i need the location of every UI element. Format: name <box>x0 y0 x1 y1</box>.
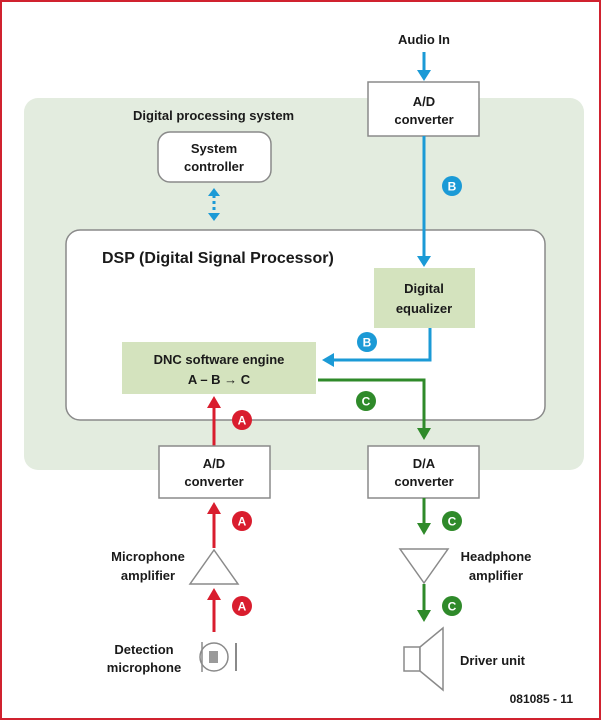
triangle-down-icon <box>398 548 450 585</box>
digital-equalizer-box <box>374 268 475 328</box>
mic-amp-line2: amplifier <box>121 568 175 583</box>
badge-b-top-text: B <box>448 180 457 194</box>
digital-processing-label: Digital processing system <box>133 108 294 123</box>
eq-to-dnc-arrowhead <box>322 353 334 367</box>
badge-c-low2 <box>442 596 462 616</box>
dnc-engine-box <box>122 342 316 394</box>
system-controller-box <box>157 131 272 183</box>
badge-c-mid-text: C <box>362 395 371 409</box>
ad-converter-bottom <box>158 445 271 499</box>
badge-a-low <box>232 596 252 616</box>
badge-b-mid <box>357 332 377 352</box>
det-mic-line1: Detection <box>114 642 173 657</box>
dnc-to-da-arrowhead <box>417 428 431 440</box>
badge-a-low-text: A <box>238 600 247 614</box>
ad-converter-top <box>367 81 480 137</box>
badge-a-mid-text: A <box>238 515 247 529</box>
badge-c-low1-text: C <box>448 515 457 529</box>
driver-unit-label: Driver unit <box>460 653 526 668</box>
mic-amp-line1: Microphone <box>111 549 185 564</box>
badge-c-low2-text: C <box>448 600 457 614</box>
da-line1: D/A <box>413 456 436 471</box>
ad-top-line2: converter <box>394 112 453 127</box>
badge-a-top <box>232 410 252 430</box>
dnc-to-da-arrow <box>318 378 426 430</box>
ad-top-line1: A/D <box>413 94 435 109</box>
audio-in-arrowhead <box>417 70 431 81</box>
microphone-icon <box>199 642 237 672</box>
eq-line2: equalizer <box>396 301 452 316</box>
triangle-up-icon <box>188 548 240 585</box>
da-converter <box>367 445 480 499</box>
mic-to-micamp-arrowhead <box>207 588 221 600</box>
hp-amp-line2: amplifier <box>469 568 523 583</box>
dsp-label: DSP (Digital Signal Processor) <box>102 250 334 267</box>
ad-bottom-line2: converter <box>184 474 243 489</box>
hp-amp-line1: Headphone <box>461 549 532 564</box>
da-line2: converter <box>394 474 453 489</box>
sys-ctrl-line1: System <box>191 141 237 156</box>
link-arrowhead-up <box>208 188 220 196</box>
badge-c-mid <box>356 391 376 411</box>
ad-to-dnc-arrowhead <box>207 396 221 408</box>
badge-a-mid <box>232 511 252 531</box>
badge-c-low1 <box>442 511 462 531</box>
sys-ctrl-line2: controller <box>184 159 244 174</box>
det-mic-line2: microphone <box>107 660 181 675</box>
badge-b-mid-text: B <box>363 336 372 350</box>
badge-a-top-text: A <box>238 414 247 428</box>
hpamp-to-driver-arrowhead <box>417 610 431 622</box>
ad-bottom-line1: A/D <box>203 456 225 471</box>
micamp-to-ad-arrowhead <box>207 502 221 514</box>
badge-b-top <box>442 176 462 196</box>
ad-to-eq-arrowhead <box>417 256 431 267</box>
eq-line1: Digital <box>404 281 444 296</box>
speaker-icon <box>403 626 444 692</box>
figure-id: 081085 - 11 <box>510 692 574 706</box>
da-to-hpamp-arrowhead <box>417 523 431 535</box>
audio-in-label: Audio In <box>398 32 450 47</box>
eq-to-dnc-arrow <box>332 328 432 362</box>
dnc-line2: A – B → C <box>188 372 251 387</box>
link-arrowhead-down <box>208 213 220 221</box>
dnc-line1: DNC software engine <box>154 352 285 367</box>
